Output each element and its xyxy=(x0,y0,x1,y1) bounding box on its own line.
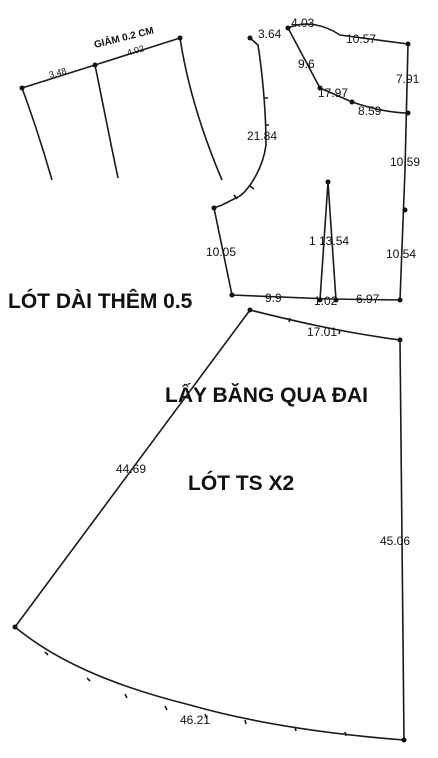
yoke-point xyxy=(19,85,25,91)
measure-skirt-hem: 46.21 xyxy=(180,713,210,727)
measure-skirt-side: 44.69 xyxy=(116,462,146,476)
measure-center-lower: 10.54 xyxy=(386,247,416,261)
skirt-point xyxy=(247,307,253,313)
skirt-outline xyxy=(13,309,405,741)
hem-ticks xyxy=(44,651,347,737)
bodice-piece: 3.64 21.84 10.05 9.9 1.02 6.97 4.03 10.5… xyxy=(206,16,420,308)
bodice-point xyxy=(405,110,411,116)
bodice-point xyxy=(317,297,323,303)
yoke-point xyxy=(92,62,98,68)
dart-point xyxy=(325,179,331,185)
measure-back-neck-small: 4.03 xyxy=(291,16,315,30)
skirt-point xyxy=(397,337,403,343)
measure-back-inner-long: 17.97 xyxy=(318,86,348,100)
measure-skirt-center: 45.06 xyxy=(380,534,410,548)
yoke-strip-2 xyxy=(94,64,119,179)
measure-back-inner-bottom: 8.59 xyxy=(358,104,382,118)
dart-line xyxy=(319,181,337,301)
waist-ticks xyxy=(288,317,341,335)
measure-yoke-right: 4.02 xyxy=(126,43,146,58)
skirt-point xyxy=(12,624,18,630)
measure-bodice-hem-left: 9.9 xyxy=(265,291,282,305)
reduce-note: GIẢM 0.2 CM xyxy=(93,24,155,51)
measure-skirt-waist: 17.01 xyxy=(307,325,337,339)
bodice-outline xyxy=(213,37,409,301)
skirt-piece: 17.01 44.69 45.06 46.21 xyxy=(12,307,410,743)
measure-bodice-hem-right: 6.97 xyxy=(356,292,380,306)
yoke-point xyxy=(177,35,183,41)
measure-dart-gap: 1.02 xyxy=(314,294,338,308)
yoke-strip-1 xyxy=(21,87,53,181)
bodice-point xyxy=(349,99,355,105)
measure-front-neck: 3.64 xyxy=(258,27,282,41)
measure-yoke-left: 3.48 xyxy=(48,66,68,80)
skirt-point xyxy=(401,737,407,743)
bodice-point xyxy=(405,41,411,47)
lining-x2-note: LÓT TS X2 xyxy=(188,471,294,495)
bodice-point xyxy=(333,297,339,303)
yoke-strips: GIẢM 0.2 CM 3.48 4.02 xyxy=(19,24,223,181)
measure-back-upper-right: 7.91 xyxy=(396,72,420,86)
measure-dart-length: 1 13.54 xyxy=(309,234,349,248)
armhole-ticks xyxy=(233,97,269,200)
bodice-point xyxy=(397,297,403,303)
measure-center-upper: 10.59 xyxy=(390,155,420,169)
bodice-point xyxy=(211,205,217,211)
lining-longer-note: LÓT DÀI THÊM 0.5 xyxy=(8,289,193,313)
bodice-point xyxy=(247,35,253,41)
measure-side-bodice: 10.05 xyxy=(206,245,236,259)
bodice-point xyxy=(285,25,291,31)
measure-armhole: 21.84 xyxy=(247,129,277,143)
bodice-point xyxy=(229,292,235,298)
yoke-strip-3 xyxy=(179,37,223,181)
waist-band-note: LẤY BĂNG QUA ĐAI xyxy=(165,384,368,407)
measure-back-inner-short: 9.6 xyxy=(298,57,315,71)
bodice-point xyxy=(317,85,323,91)
bodice-point xyxy=(402,207,408,213)
back-neck-curve xyxy=(287,23,409,45)
measure-back-neck-top: 10.57 xyxy=(346,32,376,46)
